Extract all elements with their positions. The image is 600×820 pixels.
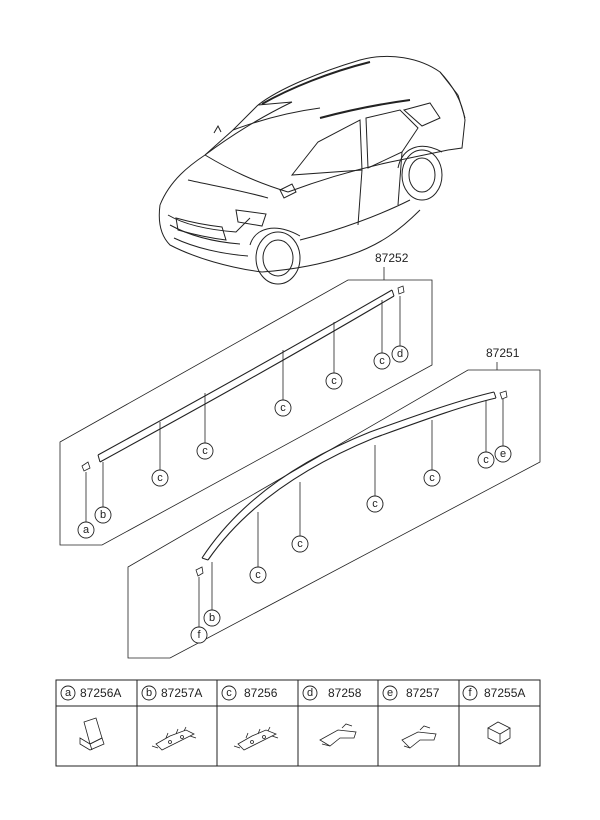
svg-text:87257A: 87257A <box>161 686 202 700</box>
svg-text:87256A: 87256A <box>80 686 121 700</box>
svg-text:b: b <box>209 612 215 624</box>
callout-c-lower-3: c <box>366 495 384 513</box>
callout-f-lower: f <box>190 626 208 644</box>
svg-text:a: a <box>65 687 72 699</box>
svg-text:b: b <box>100 509 106 521</box>
callout-c-upper-1: c <box>151 469 169 487</box>
svg-text:87255A: 87255A <box>484 686 525 700</box>
legend-header-d: d 87258 <box>302 685 362 701</box>
callout-c-upper-4: c <box>325 372 343 390</box>
callout-e-lower: e <box>494 445 512 463</box>
callout-d-upper: d <box>391 345 409 363</box>
svg-text:87258: 87258 <box>328 686 362 700</box>
leaders-87252 <box>85 296 401 522</box>
svg-text:87256: 87256 <box>244 686 278 700</box>
frame-87251 <box>127 369 541 659</box>
svg-text:e: e <box>500 448 506 460</box>
part-sketch-d-bracket <box>319 723 357 747</box>
svg-text:c: c <box>297 538 303 550</box>
callout-c-lower-2: c <box>291 535 309 553</box>
callout-c-lower-5: c <box>477 451 495 469</box>
callout-c-upper-2: c <box>196 442 214 460</box>
callout-c-upper-5: c <box>373 352 391 370</box>
svg-text:87257: 87257 <box>406 686 440 700</box>
svg-text:c: c <box>429 472 435 484</box>
roof-molding-87251 <box>201 391 497 561</box>
assembly-label-87251: 87251 <box>486 346 520 360</box>
svg-text:e: e <box>387 687 393 699</box>
svg-text:c: c <box>157 472 163 484</box>
car-illustration <box>158 55 466 285</box>
part-sketch-a-clip <box>79 717 105 751</box>
svg-text:c: c <box>226 687 232 699</box>
assembly-label-87252: 87252 <box>375 251 409 265</box>
frame-87252 <box>59 279 433 546</box>
callout-c-lower-4: c <box>423 469 441 487</box>
svg-text:c: c <box>331 375 337 387</box>
leaders-87251 <box>198 399 504 627</box>
part-sketch-c-clip <box>233 726 279 751</box>
svg-text:c: c <box>255 569 261 581</box>
svg-text:c: c <box>202 445 208 457</box>
svg-text:c: c <box>280 402 286 414</box>
svg-text:f: f <box>468 687 472 699</box>
legend-header-a: a 87256A <box>60 685 121 701</box>
svg-text:d: d <box>307 687 313 699</box>
part-sketch-e-bracket <box>401 725 437 749</box>
svg-text:f: f <box>197 629 201 641</box>
roof-molding-87252 <box>97 289 395 463</box>
svg-text:c: c <box>483 454 489 466</box>
legend-header-c: c 87256 <box>221 685 278 701</box>
callout-b-lower: b <box>203 609 221 627</box>
parts-legend-table: a 87256A b 87257A c 87256 d 87258 e 8725… <box>55 679 541 767</box>
callout-c-lower-1: c <box>249 566 267 584</box>
legend-header-f: f 87255A <box>462 685 525 701</box>
svg-text:a: a <box>83 524 90 536</box>
svg-text:d: d <box>397 348 403 360</box>
callout-c-upper-3: c <box>274 399 292 417</box>
part-sketch-f-clip <box>487 721 511 745</box>
part-sketch-b-clip <box>151 726 197 751</box>
svg-text:b: b <box>146 687 152 699</box>
legend-header-b: b 87257A <box>141 685 202 701</box>
svg-text:c: c <box>379 355 385 367</box>
callout-b-upper: b <box>94 506 112 524</box>
legend-header-e: e 87257 <box>382 685 440 701</box>
svg-text:c: c <box>372 498 378 510</box>
callout-a-upper: a <box>77 521 95 539</box>
